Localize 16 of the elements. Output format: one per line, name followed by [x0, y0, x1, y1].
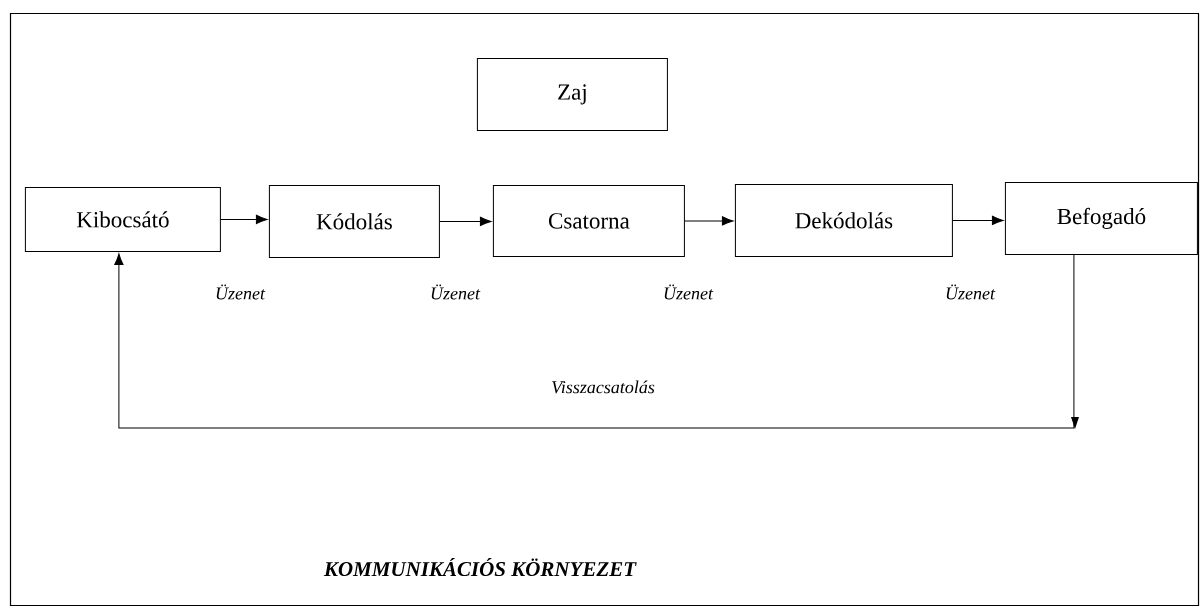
- edge-label: Üzenet: [664, 284, 714, 300]
- feedback-arrow: [114, 253, 1079, 429]
- edge-label: Üzenet: [216, 284, 266, 300]
- process-box: Kódolás: [268, 184, 440, 258]
- process-box: Befogadó: [1004, 181, 1198, 255]
- arrow: [220, 214, 268, 224]
- arrow: [952, 215, 1004, 225]
- edge-label: Visszacsatolás: [552, 380, 655, 394]
- arrow: [439, 216, 492, 226]
- process-box: Kibocsátó: [24, 186, 221, 252]
- process-box: Csatorna: [492, 184, 685, 257]
- arrow: [684, 216, 734, 226]
- edge-label: Üzenet: [431, 284, 481, 300]
- process-box: Zaj: [476, 57, 668, 131]
- edge-label: Üzenet: [946, 284, 996, 300]
- process-box: Dekódolás: [734, 183, 953, 257]
